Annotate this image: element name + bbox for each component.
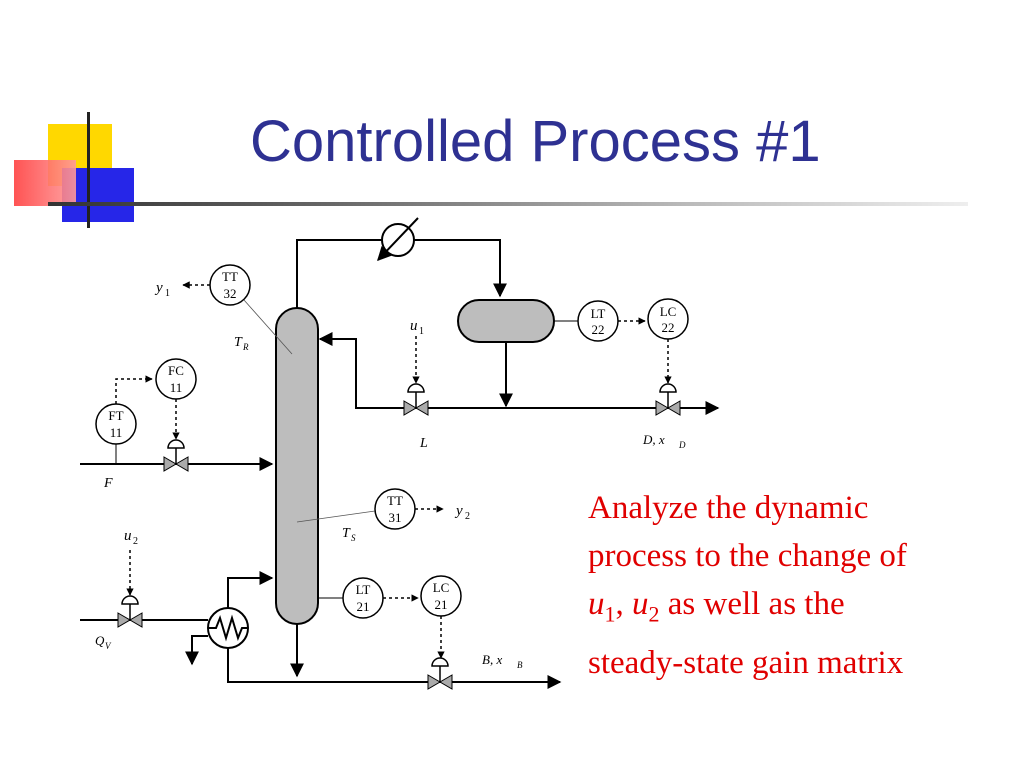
d-label: D, x — [642, 432, 665, 447]
temperature-transmitter-31: TT 31 — [374, 488, 416, 530]
reflux-valve-icon — [403, 383, 429, 416]
tt32-tag: TT — [222, 269, 238, 284]
reboiler-icon — [207, 607, 249, 649]
tt31-num: 31 — [389, 510, 402, 525]
y1-label: y — [154, 280, 163, 296]
condenser-icon — [377, 217, 419, 262]
bottoms-line — [227, 648, 562, 689]
description-line-1: Analyze the dynamic — [588, 490, 869, 526]
ft11-num: 11 — [110, 425, 123, 440]
level-controller-22: LC 22 — [647, 298, 689, 340]
temperature-transmitter-32: TT 32 — [209, 264, 251, 306]
level-transmitter-22: LT 22 — [577, 300, 619, 342]
lc22-tag: LC — [660, 304, 677, 319]
distillation-column — [275, 307, 319, 625]
y2-label: y — [454, 503, 463, 519]
u1-label: u — [410, 318, 418, 334]
f-label: F — [103, 476, 113, 491]
feed-valve-icon — [163, 439, 189, 472]
y1-sub: 1 — [165, 288, 170, 299]
level-transmitter-21: LT 21 — [342, 577, 384, 619]
reflux-line — [318, 332, 660, 409]
lc21-tag: LC — [433, 580, 450, 595]
ft11-tag: FT — [108, 408, 123, 423]
b-sub: B — [517, 660, 523, 670]
qv-sub: V — [105, 641, 112, 651]
description-line-3: u1, u2 as well as the — [588, 580, 1008, 639]
comma: , — [615, 586, 632, 622]
u-var-1: u — [588, 586, 605, 622]
b-label: B, x — [482, 652, 502, 667]
d-sub: D — [678, 440, 686, 450]
distillate-valve-icon — [655, 383, 681, 416]
tt32-num: 32 — [224, 286, 237, 301]
qv-label: Q — [95, 633, 105, 648]
vertical-rule-decoration — [87, 112, 90, 228]
level-controller-21: LC 21 — [420, 575, 462, 617]
lt22-tag: LT — [591, 306, 606, 321]
description-line-2: process to the change of — [588, 538, 907, 574]
red-square-decoration — [14, 160, 76, 206]
l-label: L — [419, 436, 428, 451]
tr-label: T — [234, 335, 243, 350]
lc22-num: 22 — [662, 320, 675, 335]
description-text: Analyze the dynamic process to the chang… — [588, 484, 1008, 687]
horizontal-rule-decoration — [48, 202, 968, 206]
line3-tail: as well as the — [659, 586, 845, 622]
lc21-num: 21 — [435, 597, 448, 612]
u-sub-1: 1 — [604, 601, 616, 627]
u-sub-2: 2 — [648, 601, 660, 627]
lt21-num: 21 — [357, 599, 370, 614]
lt21-tag: LT — [356, 582, 371, 597]
bottoms-valve-icon — [427, 657, 453, 690]
u-var-2: u — [632, 586, 649, 622]
fc11-tag: FC — [168, 363, 184, 378]
lt22-num: 22 — [592, 322, 605, 337]
slide-title: Controlled Process #1 — [250, 109, 821, 174]
tt31-tag: TT — [387, 493, 403, 508]
u2-sub: 2 — [133, 536, 138, 547]
description-line-4: steady-state gain matrix — [588, 644, 904, 681]
u1-sub: 1 — [419, 326, 424, 337]
u2-label: u — [124, 528, 132, 544]
tr-sub: R — [242, 342, 249, 352]
ts-label: T — [342, 526, 351, 541]
fc11-num: 11 — [170, 380, 183, 395]
flow-controller-11: FC 11 — [155, 358, 197, 400]
ts-sub: S — [351, 533, 356, 543]
flow-transmitter-11: FT 11 — [95, 403, 137, 445]
reflux-drum — [457, 299, 555, 343]
y2-sub: 2 — [465, 511, 470, 522]
steam-valve-icon — [117, 595, 143, 628]
